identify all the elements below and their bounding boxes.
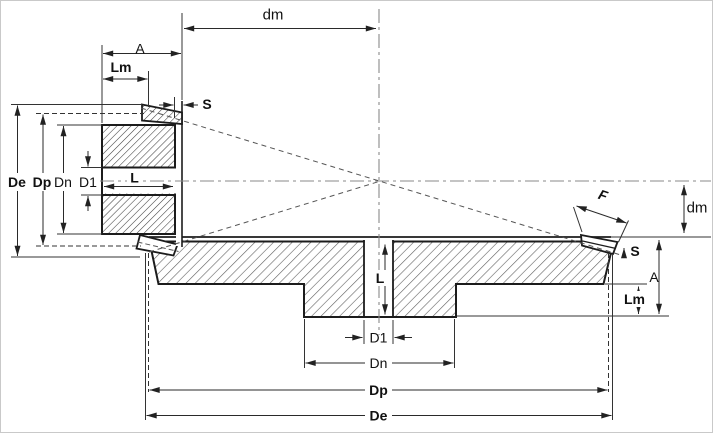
- label-d1-bottom: D1: [370, 330, 388, 346]
- pitch-line-upper: [140, 107, 625, 257]
- label-dm-right: dm: [687, 200, 708, 217]
- gear-right-tooth-face-line: [582, 240, 617, 250]
- dim-f: [576, 205, 627, 224]
- label-l-pinion: L: [130, 170, 139, 186]
- label-s-right: S: [630, 243, 639, 259]
- label-de-bottom: De: [370, 408, 388, 424]
- pitch-line-lower: [148, 181, 380, 253]
- label-lm-top: Lm: [111, 59, 132, 75]
- ext-f-right: [618, 220, 629, 243]
- label-a-right: A: [649, 269, 659, 285]
- label-dn-bottom: Dn: [370, 355, 388, 371]
- pinion-face-strip: [176, 102, 182, 246]
- label-dp-left: Dp: [33, 174, 52, 190]
- gear-left-tooth: [135, 233, 179, 257]
- label-backgrounds: [5, 170, 648, 424]
- label-dm-top: dm: [263, 7, 284, 24]
- label-l-gear: L: [376, 270, 385, 286]
- label-d1-left: D1: [79, 174, 97, 190]
- label-dn-left: Dn: [54, 174, 72, 190]
- gear-left-tooth-pitch-dash: [137, 241, 179, 252]
- label-de-left: De: [8, 174, 26, 190]
- label-lm-right: Lm: [624, 291, 645, 307]
- pitch-cone-lines: [140, 107, 625, 257]
- ext-f-left: [573, 206, 583, 233]
- label-dp-bottom: Dp: [369, 382, 388, 398]
- label-a-top: A: [135, 41, 145, 57]
- extension-lines: [11, 13, 669, 420]
- label-f-right: F: [596, 186, 610, 204]
- label-s-top: S: [202, 96, 211, 112]
- centerlines: [100, 9, 711, 335]
